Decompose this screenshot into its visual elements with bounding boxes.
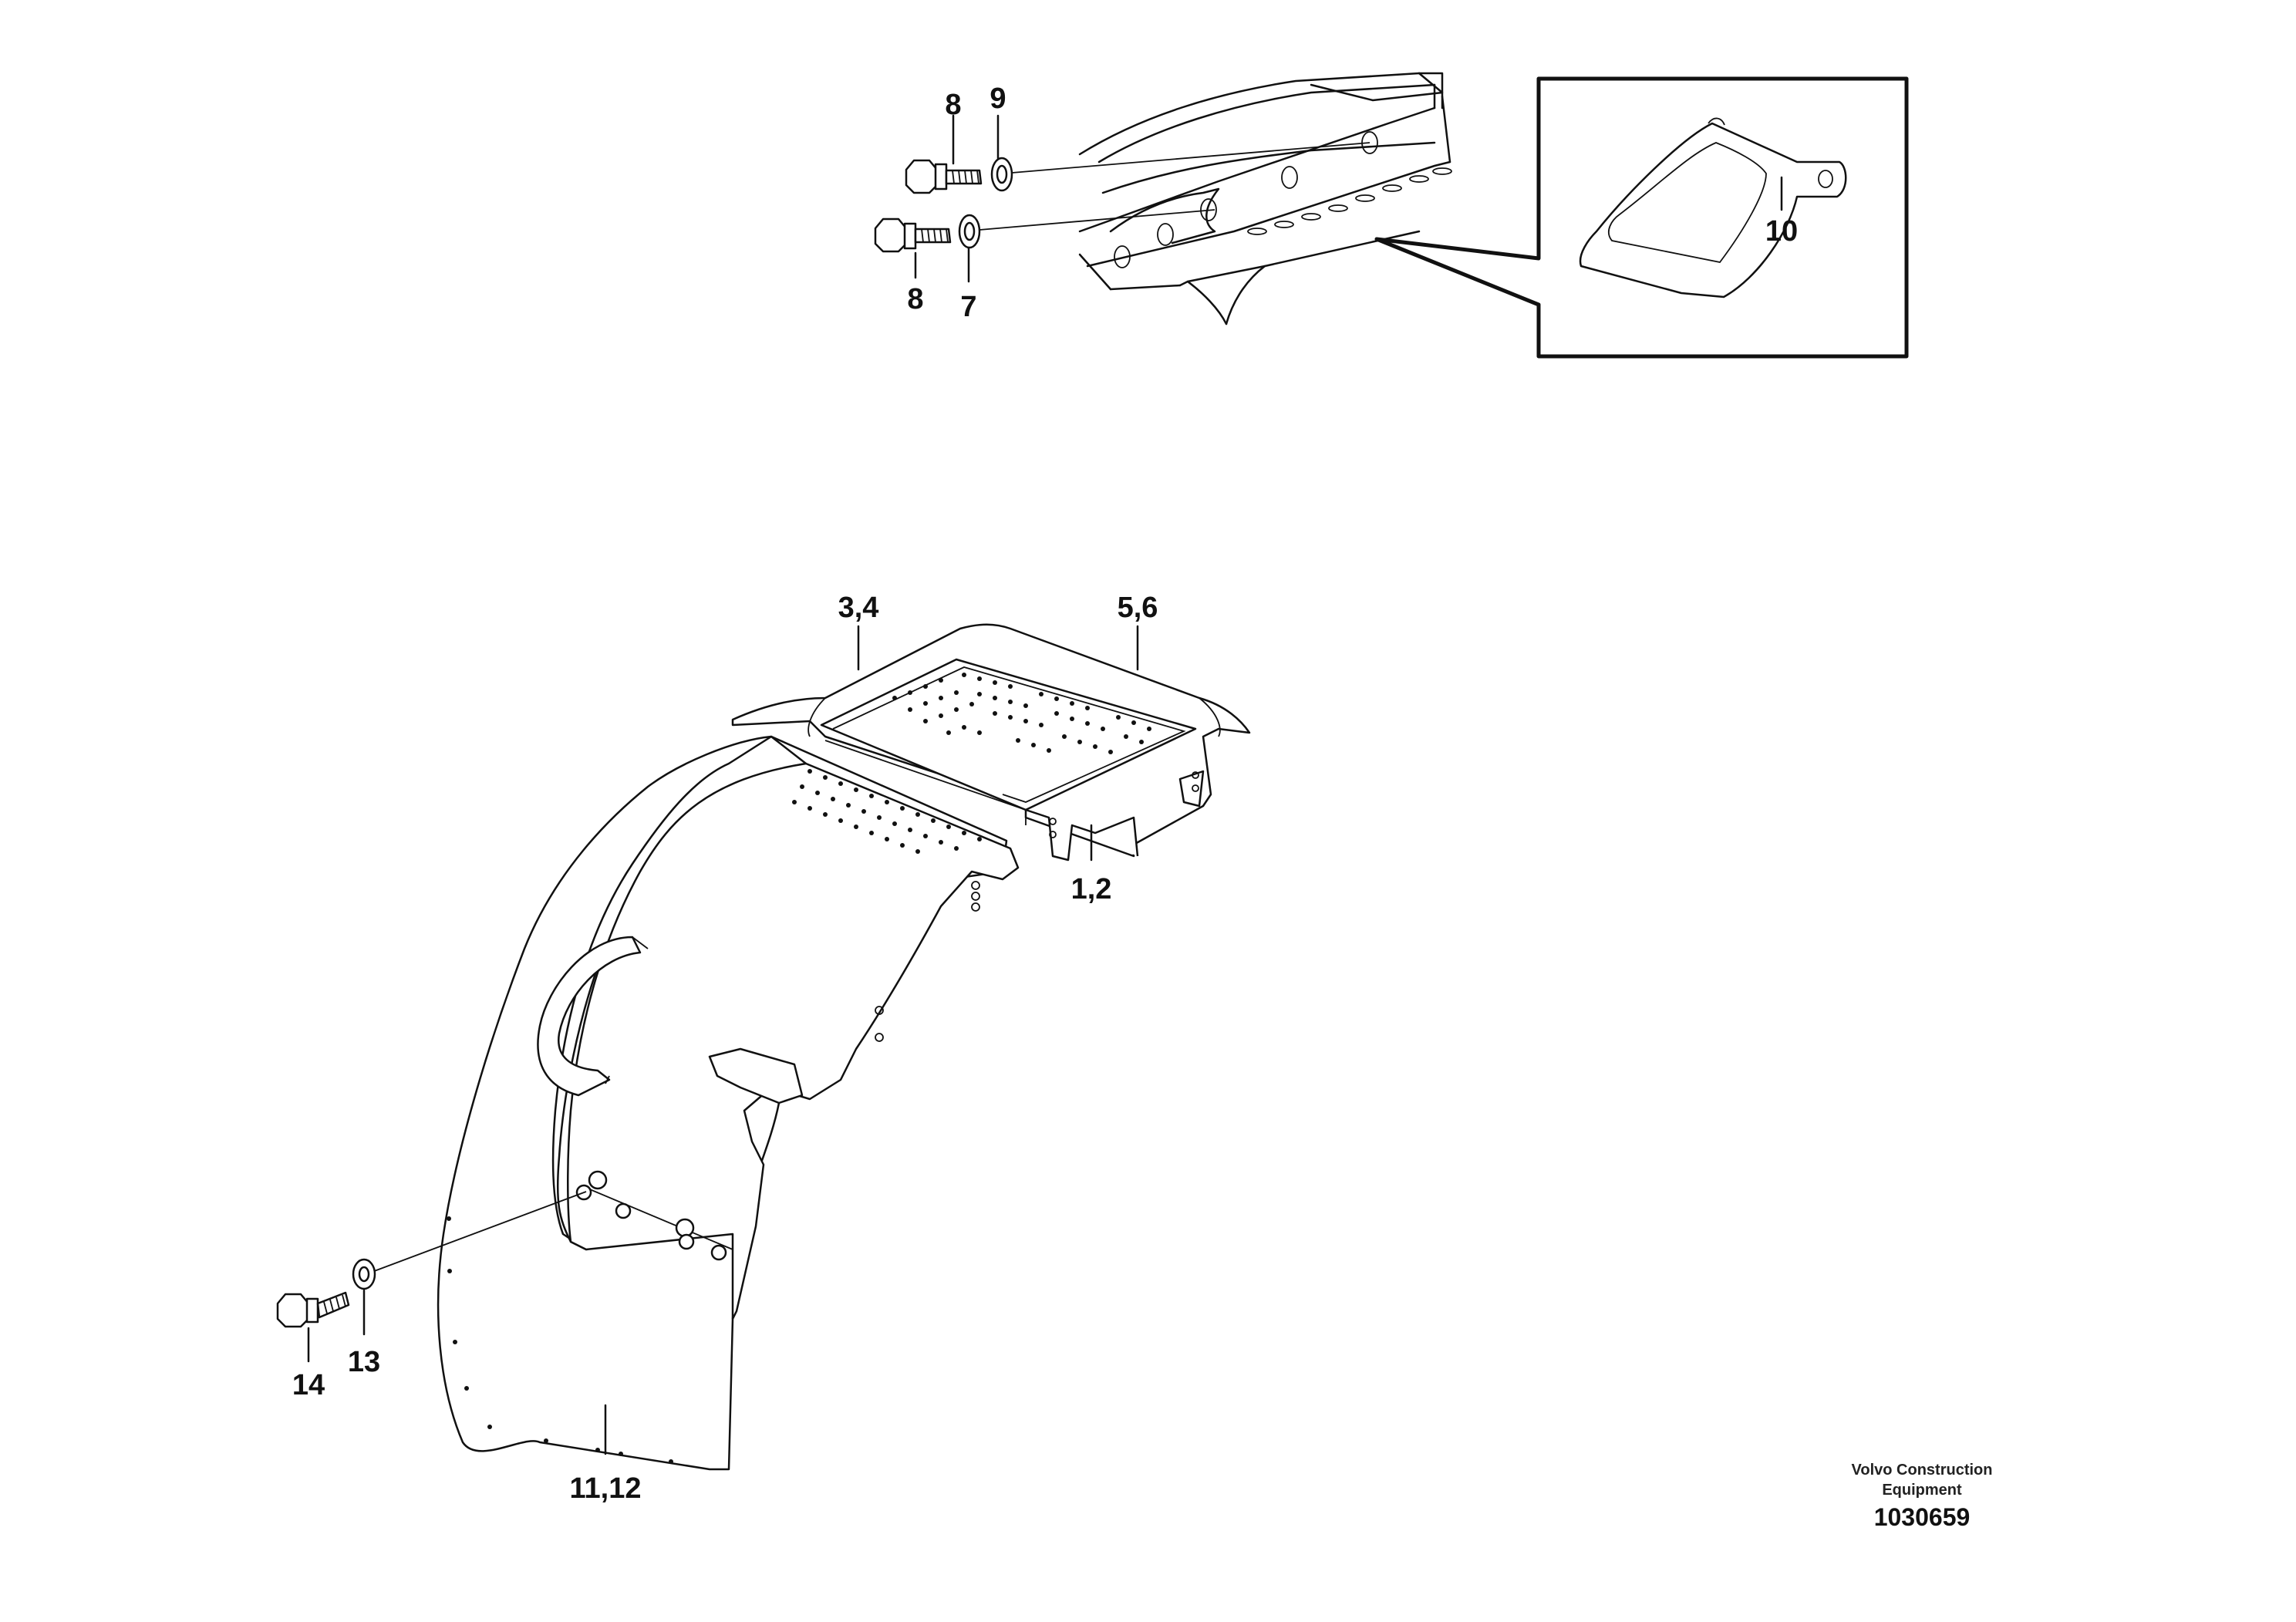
step-platform bbox=[731, 623, 1251, 862]
washer-lower-icon bbox=[958, 214, 981, 249]
callout-9: 9 bbox=[990, 83, 1006, 115]
fender bbox=[437, 735, 1020, 1471]
maker-name-line-1: Volvo Construction bbox=[1852, 1462, 1993, 1479]
callout-8-lower: 8 bbox=[907, 283, 923, 315]
callout-10: 10 bbox=[1765, 215, 1798, 248]
callout-7: 7 bbox=[960, 291, 976, 323]
callout-3-4: 3,4 bbox=[838, 592, 879, 624]
bolt-fender-icon bbox=[276, 1291, 350, 1328]
inset-detail-box bbox=[1374, 76, 1909, 359]
fender-fasteners bbox=[575, 1170, 727, 1261]
washer-upper-icon bbox=[990, 157, 1013, 192]
document-number: 1030659 bbox=[1874, 1503, 1971, 1531]
maker-name-line-2: Equipment bbox=[1882, 1482, 1962, 1499]
bolt-upper-icon bbox=[905, 159, 983, 194]
callout-14: 14 bbox=[292, 1369, 325, 1401]
callout-8-upper: 8 bbox=[945, 89, 961, 121]
callout-11-12: 11,12 bbox=[570, 1472, 642, 1505]
frame-rail-detail bbox=[979, 72, 1452, 325]
platform-perforations bbox=[892, 673, 1151, 754]
callout-13: 13 bbox=[348, 1346, 380, 1378]
callout-1-2: 1,2 bbox=[1071, 873, 1112, 905]
washer-fender-icon bbox=[352, 1258, 376, 1290]
callout-5-6: 5,6 bbox=[1118, 592, 1158, 624]
rail-slot-row bbox=[1247, 167, 1452, 235]
fender-edge-rivets bbox=[447, 1216, 673, 1464]
fender-perforations bbox=[792, 769, 982, 854]
bolt-lower-icon bbox=[874, 218, 952, 253]
